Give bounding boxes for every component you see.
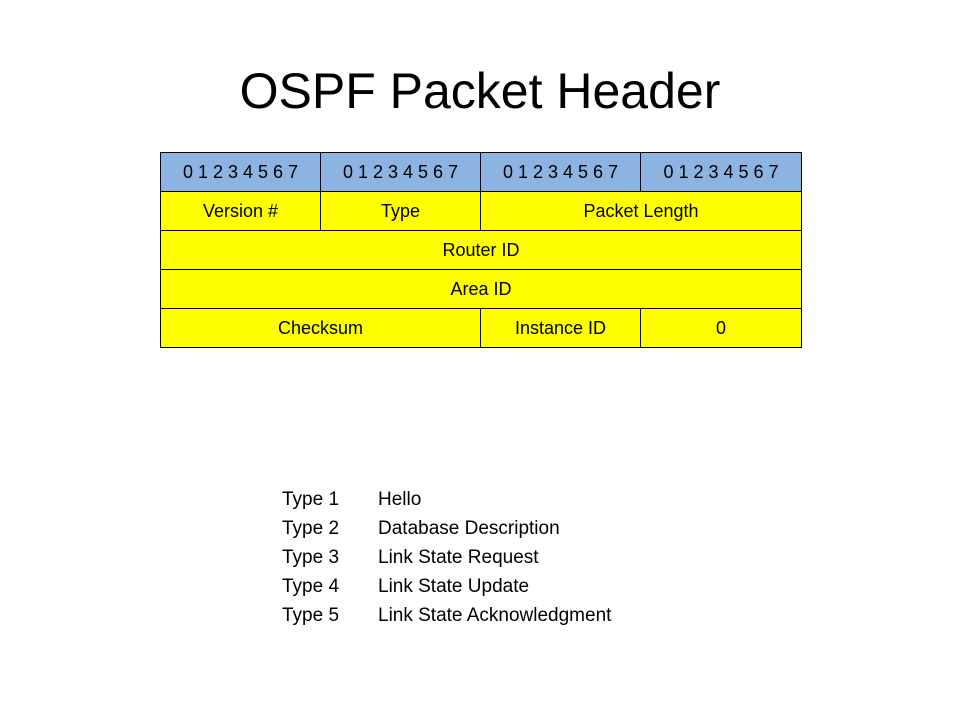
- type-number: Type 1: [282, 489, 340, 510]
- field-router-id: Router ID: [160, 230, 802, 270]
- list-item: Type 4 Link State Update: [282, 572, 611, 601]
- type-name: Hello: [378, 489, 422, 510]
- field-checksum: Checksum: [160, 308, 481, 348]
- page-title: OSPF Packet Header: [239, 63, 721, 119]
- list-item: Type 3 Link State Request: [282, 543, 611, 572]
- type-name: Link State Request: [378, 547, 539, 568]
- field-reserved-zero: 0: [640, 308, 802, 348]
- type-number: Type 2: [282, 518, 340, 539]
- header-row-1: Version # Type Packet Length: [160, 191, 802, 231]
- header-row-4: Checksum Instance ID 0: [160, 308, 802, 348]
- type-name: Database Description: [378, 518, 560, 539]
- field-instance-id: Instance ID: [480, 308, 641, 348]
- type-name: Link State Update: [378, 576, 530, 597]
- field-type: Type: [320, 191, 481, 231]
- header-row-3: Area ID: [160, 269, 802, 309]
- field-version: Version #: [160, 191, 321, 231]
- type-name: Link State Acknowledgment: [378, 605, 612, 626]
- list-item: Type 1 Hello: [282, 485, 611, 514]
- type-number: Type 4: [282, 576, 340, 597]
- bit-label-octet-4: 0 1 2 3 4 5 6 7: [640, 152, 802, 192]
- bit-label-octet-3: 0 1 2 3 4 5 6 7: [480, 152, 641, 192]
- field-area-id: Area ID: [160, 269, 802, 309]
- field-packet-length: Packet Length: [480, 191, 802, 231]
- bit-label-octet-1: 0 1 2 3 4 5 6 7: [160, 152, 321, 192]
- type-number: Type 3: [282, 547, 340, 568]
- packet-type-list: Type 1 Hello Type 2 Database Description…: [282, 485, 611, 630]
- bit-numbering-row: 0 1 2 3 4 5 6 7 0 1 2 3 4 5 6 7 0 1 2 3 …: [160, 152, 802, 192]
- list-item: Type 2 Database Description: [282, 514, 611, 543]
- bit-label-octet-2: 0 1 2 3 4 5 6 7: [320, 152, 481, 192]
- ospf-header-diagram: 0 1 2 3 4 5 6 7 0 1 2 3 4 5 6 7 0 1 2 3 …: [160, 152, 802, 348]
- header-row-2: Router ID: [160, 230, 802, 270]
- type-number: Type 5: [282, 605, 340, 626]
- list-item: Type 5 Link State Acknowledgment: [282, 601, 611, 630]
